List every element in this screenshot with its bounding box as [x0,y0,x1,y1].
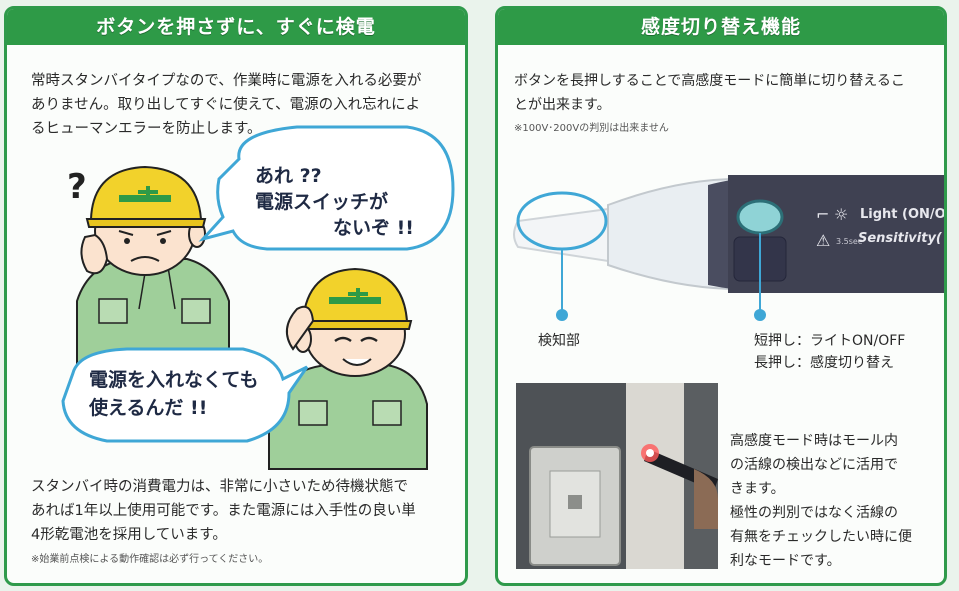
right-panel: 感度切り替え機能 ボタンを長押しすることで高感度モードに簡単に切り替えるこ とが… [495,6,947,586]
left-footnote: ※始業前点検による動作確認は必ず行ってください。 [31,554,269,565]
light-sun-icon: ☼ [834,205,849,224]
left-body-line: スタンバイ時の消費電力は、非常に小さいため待機状態で [31,479,408,495]
outlet-detection-photo [516,383,718,569]
bubble-2-line-2: 使えるんだ !! [89,397,208,419]
photo-caption-line: 極性の判別ではなく活線の [730,505,898,521]
left-panel-title: ボタンを押さずに、すぐに検電 [7,9,465,45]
bubble-1-line-1: あれ ?? [255,165,322,187]
button-short-press-desc: 短押し：ライトON/OFF [754,333,906,349]
detector-label: 検知部 [538,333,580,349]
right-note: ※100V･200Vの判別は出来ません [514,123,669,134]
photo-caption-line: の活線の検出などに活用で [730,457,898,473]
device-arrow-icon: ⌐ [816,205,830,224]
right-intro-line: ボタンを長押しすることで高感度モードに簡単に切り替えるこ [514,73,905,89]
photo-caption: 高感度モード時はモール内 の活線の検出などに活用で きます。 極性の判別ではなく… [730,429,912,573]
left-body-line: あれば1年以上使用可能です。また電源には入手性の良い単 [31,503,416,519]
right-intro-line: とが出来ます。 [514,97,611,113]
voltage-tester-illustration [513,175,944,293]
happy-worker-illustration [268,267,428,470]
device-light-label: Light (ON/OFF [860,207,946,222]
bubble-1-line-3: ないぞ !! [333,217,414,239]
question-mark-icon: ? [67,167,87,207]
button-long-press-desc: 長押し：感度切り替え [754,355,894,371]
bubble-1-line-2: 電源スイッチが [255,191,389,213]
left-panel: ボタンを押さずに、すぐに検電 常時スタンバイタイプなので、作業時に電源を入れる必… [4,6,468,586]
device-sensitivity-label: Sensitivity( [858,231,942,246]
left-intro-line: 常時スタンバイタイプなので、作業時に電源を入れる必要が [31,73,422,89]
device-small-code: 3.5sec [836,237,863,246]
photo-caption-line: 利なモードです。 [730,553,841,569]
callout-lines [516,191,766,321]
confused-worker-illustration [76,165,230,370]
left-body-text: スタンバイ時の消費電力は、非常に小さいため待機状態で あれば1年以上使用可能です… [31,475,416,547]
photo-caption-line: 有無をチェックしたい時に便 [730,529,912,545]
right-intro: ボタンを長押しすることで高感度モードに簡単に切り替えるこ とが出来ます。 [514,69,905,117]
photo-caption-line: 高感度モード時はモール内 [730,433,898,449]
left-intro-line: るヒューマンエラーを防止します。 [31,121,262,137]
speech-bubble-2 [61,347,309,443]
warning-icon: ⚠ [816,231,831,250]
speech-bubble-1 [198,125,455,251]
left-body-line: 4形乾電池を採用しています。 [31,527,227,543]
left-intro-line: ありません。取り出してすぐに使えて、電源の入れ忘れによ [31,97,421,113]
bubble-2-line-1: 電源を入れなくても [89,369,259,391]
left-intro: 常時スタンバイタイプなので、作業時に電源を入れる必要が ありません。取り出してす… [31,69,421,141]
photo-caption-line: きます。 [730,481,785,497]
right-panel-title: 感度切り替え機能 [498,9,944,45]
